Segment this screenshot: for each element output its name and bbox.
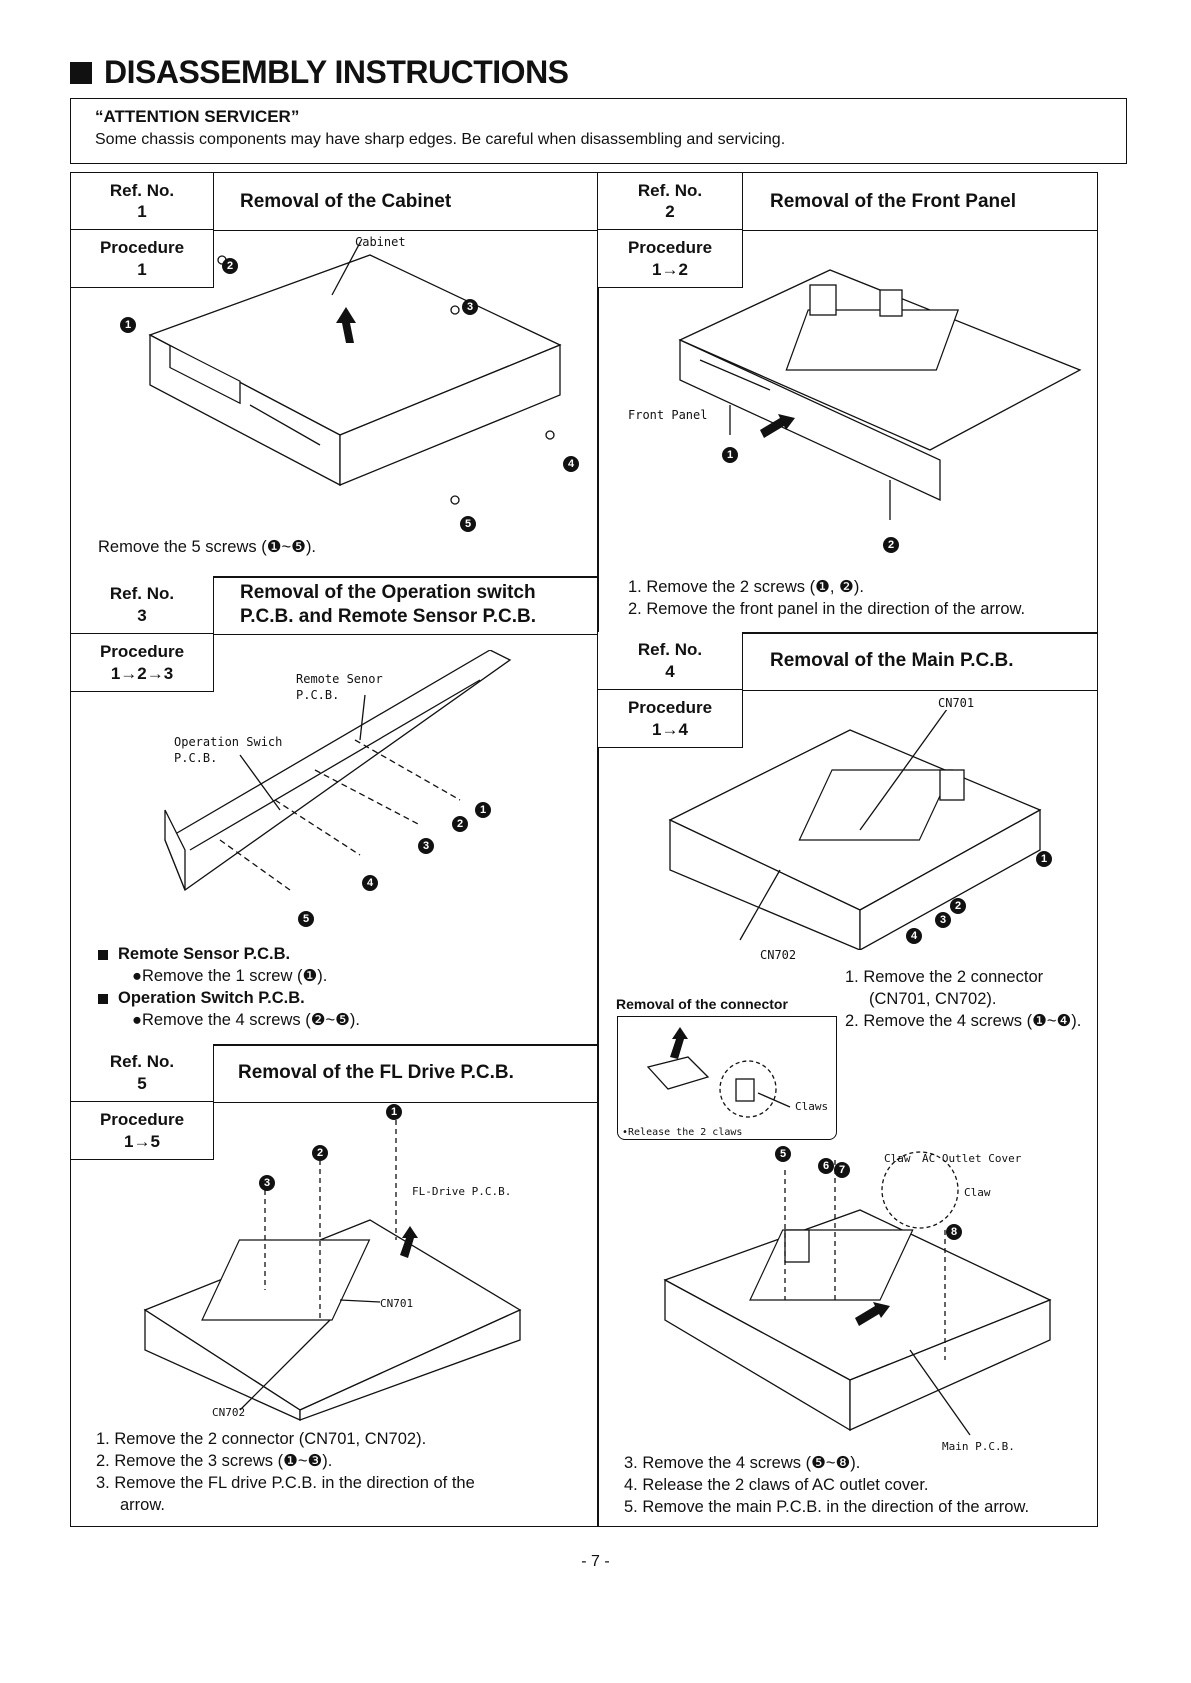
s3-label-op: Operation Swich P.C.B. [174, 735, 283, 765]
connector-inset [617, 1016, 837, 1140]
attention-heading: “ATTENTION SERVICER” [95, 107, 300, 126]
main-pcb-diagram [668, 710, 1042, 950]
s5-label-cn701: CN701 [380, 1297, 414, 1310]
fl-drive-diagram [143, 1120, 522, 1422]
screw-3-icon: 3 [462, 299, 478, 315]
screw-2-icon: 2 [222, 258, 238, 274]
operation-switch-diagram [164, 650, 512, 892]
front-panel-diagram [678, 269, 1082, 520]
screw-4-icon: 4 [362, 875, 378, 891]
connector-title: Removal of the connector [616, 996, 788, 1012]
screw-2-icon: 2 [452, 816, 468, 832]
cabinet-diagram [125, 238, 562, 505]
s5-header-row [70, 1044, 598, 1103]
s4-label-cn702: CN702 [760, 948, 797, 962]
s3-header-row [70, 576, 598, 635]
screw-1-icon: 1 [120, 317, 136, 333]
s1-title: Removal of the Cabinet [240, 191, 452, 212]
bullet-square-icon [98, 993, 108, 1004]
screw-1-icon: 1 [475, 802, 491, 818]
s4-procedure-box: Procedure 1→4 [597, 690, 743, 748]
s1-step: Remove the 5 screws (❶~❺). [98, 538, 317, 556]
s5-steps: 1. Remove the 2 connector (CN701, CN702)… [96, 1430, 475, 1514]
s2-label-front: Front Panel [628, 408, 708, 422]
label-claw-2: Claw [964, 1186, 991, 1199]
s4-header-row [597, 632, 1098, 691]
s3-procedure-box: Procedure 1→2→3 [70, 634, 214, 692]
s5-title: Removal of the FL Drive P.C.B. [238, 1062, 514, 1083]
screw-1-icon: 1 [386, 1104, 402, 1120]
s4-steps-a: 1. Remove the 2 connector (CN701, CN702)… [845, 968, 1082, 1030]
label-claws: Claws [795, 1100, 829, 1113]
s4-ref-box: Ref. No. 4 [597, 632, 743, 690]
connector-diagram [646, 1027, 791, 1118]
column-divider [597, 172, 599, 1527]
screw-2-icon: 2 [950, 898, 966, 914]
attention-text: Some chassis components may have sharp e… [95, 131, 786, 148]
screw-3-icon: 3 [935, 912, 951, 928]
divider-s1-s3 [70, 576, 598, 578]
s3-notes: Remote Sensor P.C.B. ●Remove the 1 screw… [98, 943, 360, 1031]
s2-header-row [597, 172, 1098, 231]
screw-2-icon: 2 [312, 1145, 328, 1161]
s4-title: Removal of the Main P.C.B. [770, 650, 1014, 671]
s2-ref-box: Ref. No. 2 [597, 172, 743, 230]
s4-label-cn701: CN701 [938, 696, 975, 710]
s5-procedure-box: Procedure 1→5 [70, 1102, 214, 1160]
screw-5-icon: 5 [298, 911, 314, 927]
s5-ref-box: Ref. No. 5 [70, 1044, 214, 1102]
s1-header-row [70, 172, 598, 231]
screw-4-icon: 4 [563, 456, 579, 472]
screw-6-icon: 6 [818, 1158, 834, 1174]
screw-5-icon: 5 [775, 1146, 791, 1162]
bullet-square-icon [98, 949, 108, 960]
screw-1-icon: 1 [722, 447, 738, 463]
main-pcb-diagram-2 [663, 1151, 1052, 1436]
s1-label-cabinet: Cabinet [355, 235, 406, 249]
divider-s2-s4 [597, 632, 1098, 634]
screw-7-icon: 7 [834, 1162, 850, 1178]
screw-3-icon: 3 [418, 838, 434, 854]
s4-steps-b: 3. Remove the 4 screws (❺~❽). 4. Release… [624, 1454, 1030, 1516]
page-number: - 7 - [581, 1553, 610, 1570]
s5-label-fl: FL-Drive P.C.B. [412, 1185, 512, 1198]
s3-label-remote: Remote Senor P.C.B. [296, 672, 383, 702]
connector-note: •Release the 2 claws [622, 1127, 743, 1138]
s3-ref-box: Ref. No. 3 [70, 576, 214, 634]
s2-title: Removal of the Front Panel [770, 191, 1016, 212]
s3-title: Removal of the Operation switch P.C.B. a… [240, 582, 536, 627]
label-claw: Claw [884, 1152, 911, 1165]
label-ac-outlet-cover: AC Outlet Cover [922, 1152, 1022, 1165]
screw-2-icon: 2 [883, 537, 899, 553]
s2-procedure-box: Procedure 1→2 [597, 230, 743, 288]
title-square-icon [70, 61, 92, 84]
s2-steps: 1. Remove the 2 screws (❶, ❷). 2. Remove… [628, 578, 1026, 618]
screw-5-icon: 5 [460, 516, 476, 532]
screw-8-icon: 8 [946, 1224, 962, 1240]
attention-box: “ATTENTION SERVICER” Some chassis compon… [70, 98, 1127, 164]
page-title: DISASSEMBLY INSTRUCTIONS [70, 54, 569, 91]
screw-1-icon: 1 [1036, 851, 1052, 867]
screw-3-icon: 3 [259, 1175, 275, 1191]
label-main-pcb: Main P.C.B. [942, 1440, 1015, 1453]
s1-procedure-box: Procedure 1 [70, 230, 214, 288]
s1-ref-box: Ref. No. 1 [70, 172, 214, 230]
divider-s3-s5 [70, 1044, 598, 1046]
screw-4-icon: 4 [906, 928, 922, 944]
instructions-frame [70, 172, 1098, 1527]
s5-label-cn702: CN702 [212, 1406, 246, 1419]
